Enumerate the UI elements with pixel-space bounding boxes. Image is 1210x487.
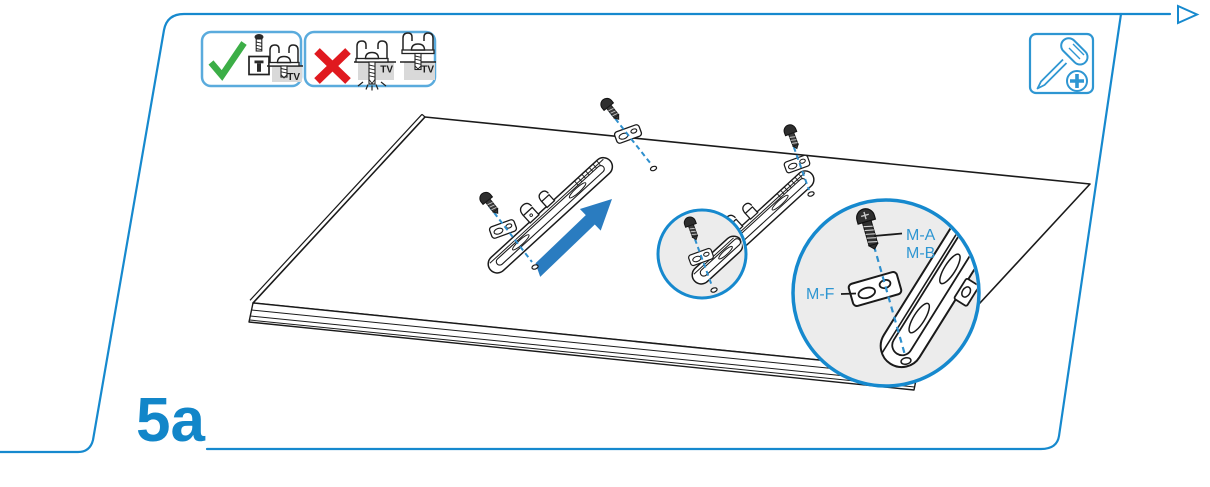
page-frame — [0, 12, 1172, 454]
do-box: TV — [200, 30, 303, 88]
right-bracket-assembly — [677, 122, 819, 288]
left-top-screw — [597, 95, 624, 124]
callout-labels: M-A M-B M-F — [806, 227, 936, 303]
gapped-screw-icon: TV — [400, 32, 436, 80]
spacer-label: M-F — [806, 286, 835, 303]
screw-leader-line — [873, 232, 903, 237]
tool-box — [1028, 32, 1095, 95]
tv-label: TV — [421, 65, 434, 76]
spacer-leader-line — [840, 292, 857, 295]
step-label: 5a — [136, 386, 205, 455]
screw-label-line1: M-A — [906, 227, 936, 244]
crack-burst-marks — [357, 81, 387, 91]
next-page-arrow-icon — [1177, 4, 1200, 25]
frame-left-top-edge — [0, 12, 1172, 454]
right-top-insert-line — [790, 138, 810, 191]
cross-icon — [314, 48, 351, 84]
correct-mount-icon: TV — [267, 44, 303, 83]
tv-bottom-edge-band — [248, 302, 919, 391]
tv-label: TV — [380, 65, 393, 76]
tv-label: TV — [287, 72, 300, 83]
tv-bottom-edge-lines — [249, 309, 917, 388]
overdriven-screw-icon: TV — [354, 40, 396, 91]
zoom-spacer — [847, 271, 903, 307]
dont-box: TV TV — [303, 30, 437, 91]
detail-circle-large: M-A M-B M-F — [791, 198, 981, 388]
left-bracket-assembly — [472, 95, 658, 278]
screw-label-line2: M-B — [906, 245, 935, 262]
zoom-insert-line — [872, 245, 907, 356]
zoom-hole — [900, 356, 912, 366]
right-top-screw — [781, 122, 803, 152]
detail-circle-small — [656, 208, 748, 300]
phillips-head-icon — [1066, 70, 1088, 92]
small-circle-insert-line — [691, 230, 713, 287]
check-icon — [208, 41, 247, 81]
left-bottom-insert-line — [488, 205, 533, 263]
slide-arrow-icon — [535, 199, 612, 277]
zoom-screw — [856, 208, 879, 250]
left-top-insert-line — [609, 111, 652, 165]
screw-depth-gauge-icon — [248, 34, 270, 76]
tv-side-strip — [249, 113, 426, 301]
frame-right-bottom-edge — [205, 12, 1123, 451]
screwdriver-icon — [1036, 37, 1089, 90]
